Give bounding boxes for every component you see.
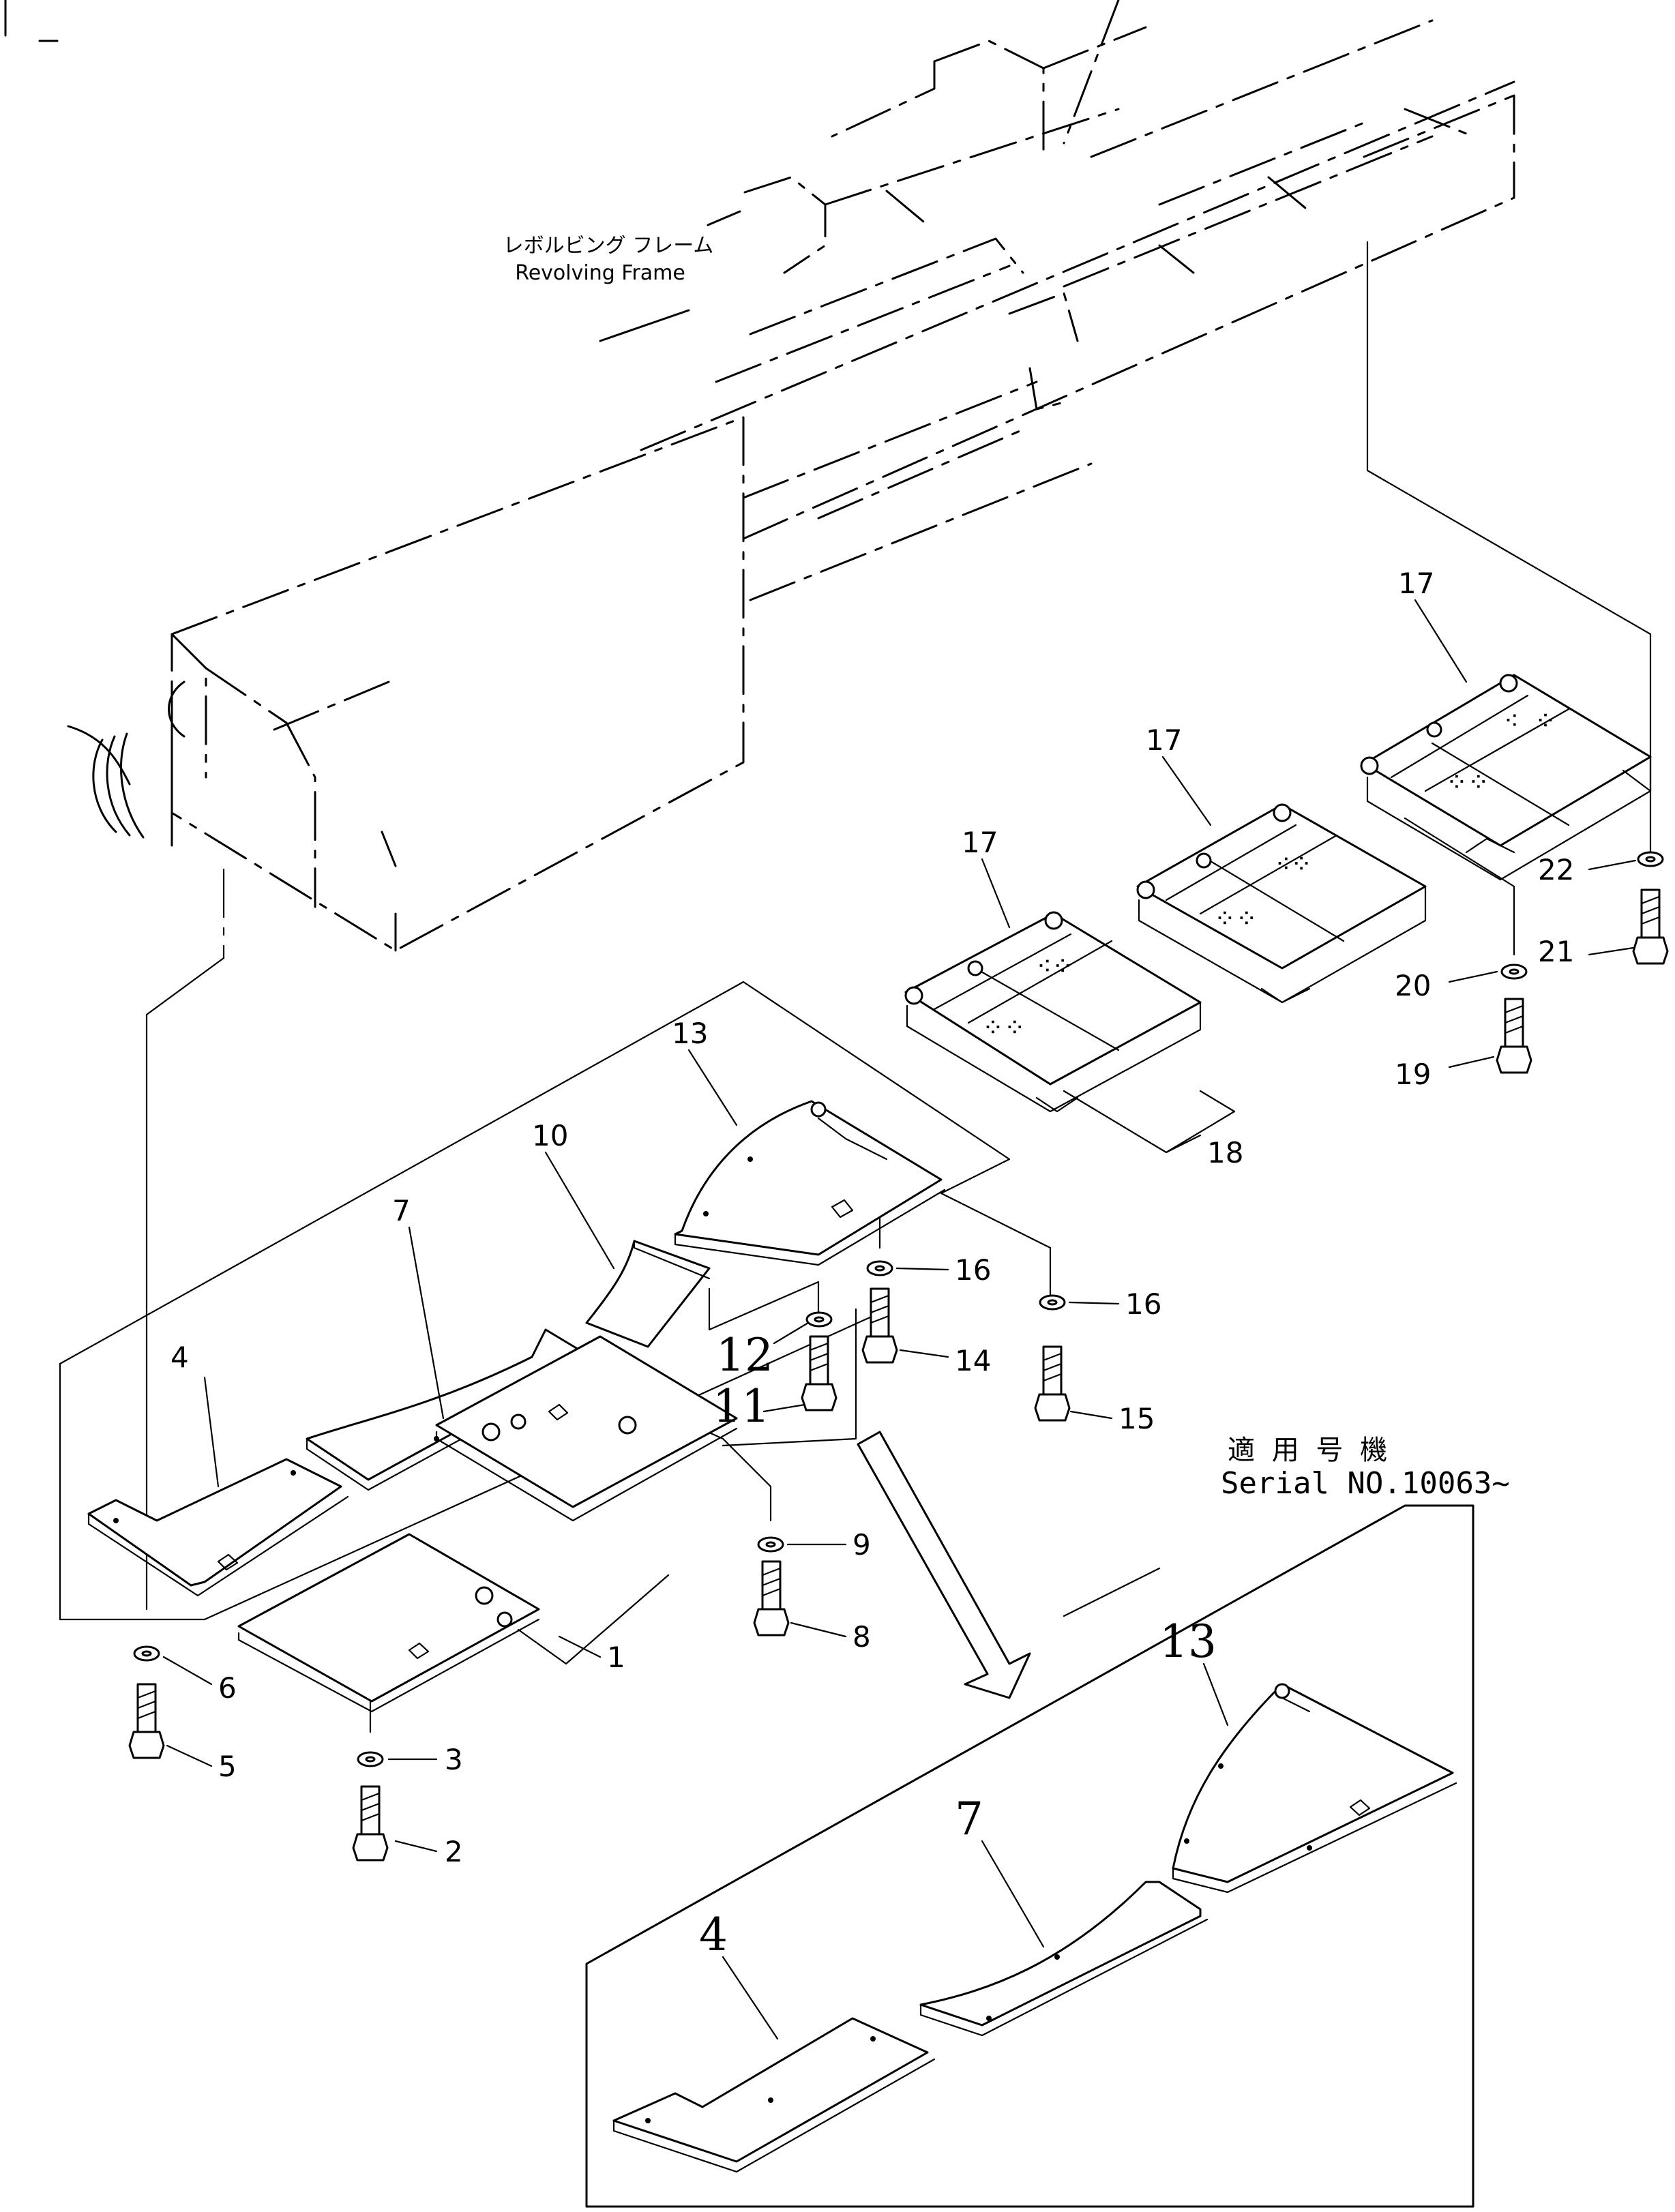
label-8: 8 [853,1620,871,1654]
revolving-frame [67,0,1515,952]
label-16-right: 16 [1125,1287,1161,1321]
inset-label-4: 4 [699,1909,728,1961]
part-labels: 4 7 10 13 1 2 3 5 6 8 9 11 12 14 15 16 1 [162,567,1637,1868]
svg-text:⁖⁘: ⁖⁘ [1037,951,1073,981]
serial-label-jp: 適 用 号 機 [1228,1435,1391,1466]
label-18: 18 [1207,1136,1243,1169]
svg-text:⁘⁘: ⁘⁘ [1446,767,1489,797]
label-20: 20 [1395,969,1431,1002]
bolt-15 [1034,1345,1071,1422]
cover-1-upper [435,1335,738,1522]
label-21: 21 [1538,935,1574,968]
floor-plate-17-middle: ⁖⁘ ⁘⁘ [1136,803,1427,1004]
svg-text:⁖ ⁘: ⁖ ⁘ [1504,706,1556,736]
label-19: 19 [1395,1058,1431,1091]
bolt-21 [1632,888,1669,965]
washer-22 [1637,851,1664,867]
washer-20 [1500,963,1528,980]
label-17-middle: 17 [1146,723,1182,757]
label-11: 11 [713,1380,770,1433]
bolt-11 [801,1335,838,1411]
washer-3 [357,1751,384,1767]
corner-crop-mark [4,0,59,42]
bolt-5 [128,1683,165,1759]
washer-16-left [866,1260,893,1276]
bolt-8 [753,1560,790,1636]
label-10: 10 [532,1119,568,1152]
label-9: 9 [853,1528,871,1561]
inset-label-13: 13 [1159,1615,1217,1668]
bolt-19 [1496,998,1532,1074]
serial-label-en: Serial NO.10063~ [1221,1466,1510,1501]
label-17-left: 17 [962,826,998,859]
washer-6 [133,1645,160,1662]
revolving-frame-label: レボルビング フレーム Revolving Frame [503,234,714,285]
inset-label-7: 7 [955,1793,983,1845]
label-12: 12 [716,1329,773,1381]
label-7: 7 [392,1194,411,1227]
label-14: 14 [955,1344,991,1377]
svg-text:⁘⁘: ⁘⁘ [982,1013,1026,1043]
washer-16-right [1039,1294,1066,1311]
floor-plate-17-right: ⁖ ⁘ ⁘⁘ [1360,674,1652,881]
svg-text:⁖⁘: ⁖⁘ [1275,849,1312,879]
label-2: 2 [445,1835,463,1868]
label-22: 22 [1538,853,1574,886]
frame-label-en: Revolving Frame [515,261,685,285]
floor-plate-17-left: ⁖⁘ ⁘⁘ [904,911,1202,1113]
bolt-14 [861,1287,898,1364]
svg-text:⁘⁘: ⁘⁘ [1214,903,1258,933]
washer-9 [757,1536,784,1553]
label-6: 6 [218,1671,237,1705]
cover-10 [585,1240,711,1348]
label-3: 3 [445,1743,463,1776]
arrow-to-inset [857,1431,1031,1699]
label-17-right: 17 [1398,567,1434,600]
label-5: 5 [218,1750,237,1783]
washer-12 [805,1311,833,1328]
frame-label-jp: レボルビング フレーム [503,234,714,258]
label-13: 13 [672,1017,708,1050]
label-16-left: 16 [955,1253,991,1287]
label-15: 15 [1118,1402,1155,1435]
label-4: 4 [171,1341,189,1374]
cover-1-lower [237,1533,540,1713]
cover-4 [87,1458,349,1597]
bolt-2 [352,1785,389,1862]
label-1: 1 [607,1641,625,1674]
cover-13 [674,1100,946,1266]
serial-inset: 適 用 号 機 Serial NO.10063~ 13 7 4 [585,1435,1510,2208]
